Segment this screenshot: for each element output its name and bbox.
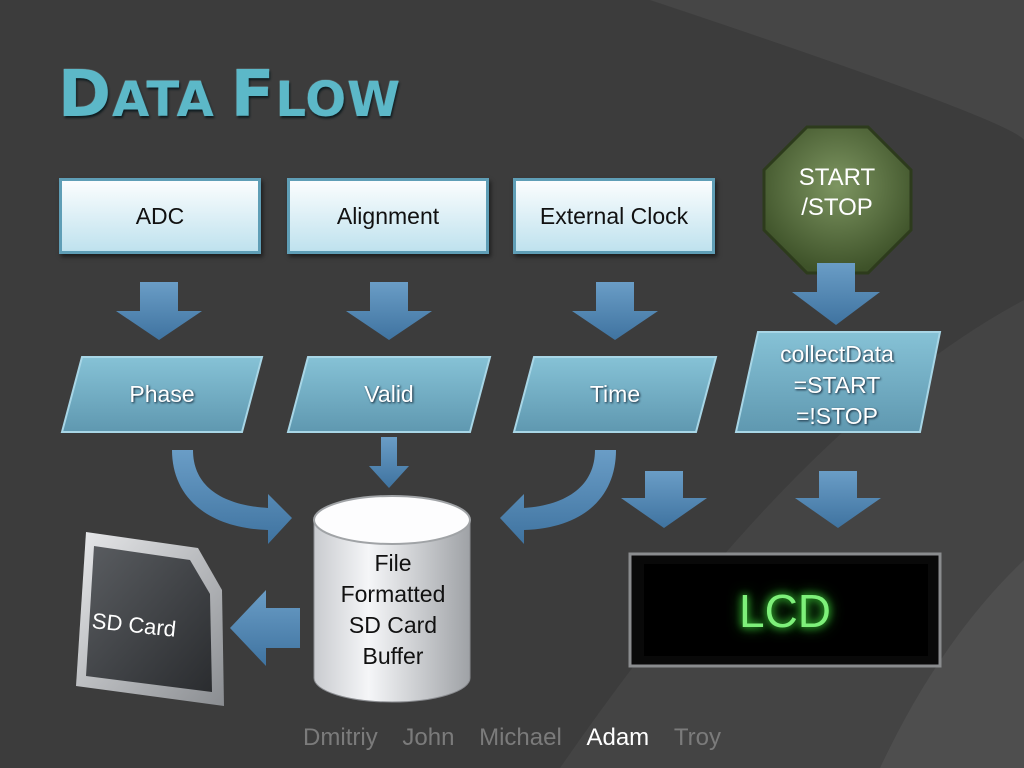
alignment-box: Alignment [287,178,489,254]
lcd-label: LCD [738,585,832,637]
team-name-dmitriy[interactable]: Dmitriy [303,724,378,751]
down-arrow [792,263,880,325]
team-name-troy[interactable]: Troy [673,724,721,751]
down-arrow [621,471,707,528]
down-arrow [346,282,432,340]
buffer-cylinder-top [313,495,471,545]
down-arrow [572,282,658,340]
curved-arrow [500,450,616,544]
start-stop-label: START /STOP [798,164,876,221]
down-arrow [116,282,202,340]
curved-arrow [172,450,292,544]
bg-arc [650,0,1024,140]
adc-box: ADC [59,178,261,254]
lcd-screen [644,564,928,656]
collect-data-shape [734,331,942,433]
start-stop-octagon [762,125,913,275]
team-name-adam[interactable]: Adam [586,724,650,751]
bg-arc [880,560,1024,768]
external-clock-box: External Clock [513,178,715,254]
collect-data-label: collectData =START =!STOP [780,341,894,429]
buffer-label: File Formatted SD Card Buffer [340,550,446,669]
team-name-john[interactable]: John [402,724,455,751]
down-arrow [795,471,881,528]
valid-shape [286,356,492,433]
buffer-cylinder [313,519,471,703]
down-arrow [369,437,409,488]
team-names: Dmitriy John Michael Adam Troy [0,724,1024,752]
sd-card-face [86,546,212,692]
phase-label: Phase [129,381,195,407]
valid-label: Valid [364,381,414,407]
phase-shape [60,356,264,433]
team-name-michael[interactable]: Michael [479,724,562,751]
time-shape [512,356,718,433]
left-arrow [230,590,300,666]
time-label: Time [589,381,641,407]
